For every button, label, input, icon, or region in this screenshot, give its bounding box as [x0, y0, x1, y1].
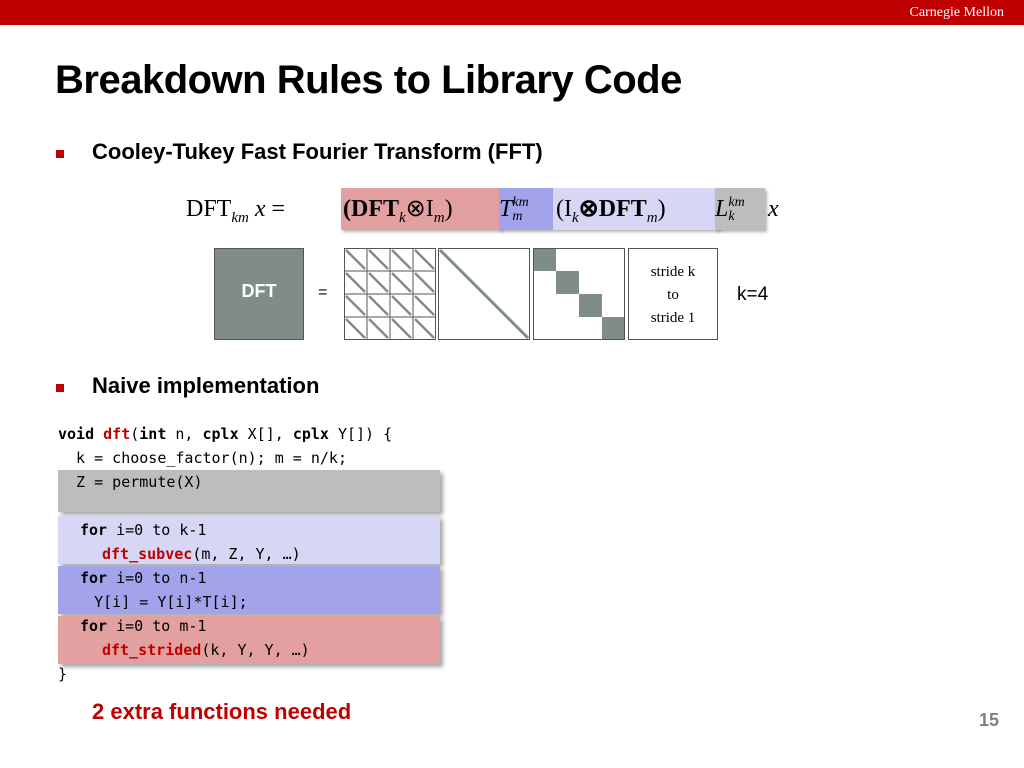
brand-label: Carnegie Mellon [909, 5, 1004, 20]
code-line-close: } [58, 665, 68, 683]
formula-tail: x [768, 196, 779, 222]
band-twiddle [58, 566, 440, 614]
formula-lhs: DFTkm x = [186, 196, 286, 226]
bullet-naive: Naive implementation [92, 373, 320, 398]
twiddle-diagonal-matrix [438, 248, 530, 340]
code-line-subvec: dft_subvec(m, Z, Y, …) [102, 545, 301, 563]
bullet-marker [56, 384, 64, 392]
block-diagonal-matrix [533, 248, 625, 340]
code-line-twiddle: Y[i] = Y[i]*T[i]; [58, 593, 248, 611]
page-number: 15 [978, 710, 999, 730]
k-value-label: k=4 [737, 284, 769, 305]
stride-line-1: stride k [650, 264, 696, 280]
stride-permutation-box: stride k to stride 1 [628, 248, 718, 340]
extra-functions-note: 2 extra functions needed [92, 699, 352, 724]
code-line-strided: dft_strided(k, Y, Y, …) [102, 641, 310, 659]
code-line-loop-n: for i=0 to n-1 [80, 569, 207, 587]
band-subvec [58, 516, 440, 564]
code-line-signature: void dft(int n, cplx X[], cplx Y[]) { [58, 425, 393, 443]
formula-term-dft-m: (Ik⊗DFTm) [553, 188, 718, 230]
band-strided [58, 616, 440, 664]
band-permute [58, 470, 440, 512]
header-bar: Carnegie Mellon [0, 0, 1024, 25]
stride-line-3: stride 1 [650, 310, 696, 326]
tensor-dft-matrix [344, 248, 436, 340]
code-line-permute: Z = permute(X) [58, 473, 203, 491]
diagram-equals: = [318, 284, 328, 301]
stride-line-2: to [667, 287, 679, 303]
bullet-fft: Cooley-Tukey Fast Fourier Transform (FFT… [92, 139, 543, 164]
formula-term-dft-k: (DFTk⊗Im) [341, 188, 501, 230]
dft-block: DFT [214, 248, 304, 340]
code-line-factor: k = choose_factor(n); m = n/k; [58, 449, 347, 467]
code-line-loop-m: for i=0 to m-1 [80, 617, 207, 635]
bullet-marker [56, 150, 64, 158]
slide-title: Breakdown Rules to Library Code [55, 58, 682, 102]
code-line-loop-k: for i=0 to k-1 [80, 521, 207, 539]
